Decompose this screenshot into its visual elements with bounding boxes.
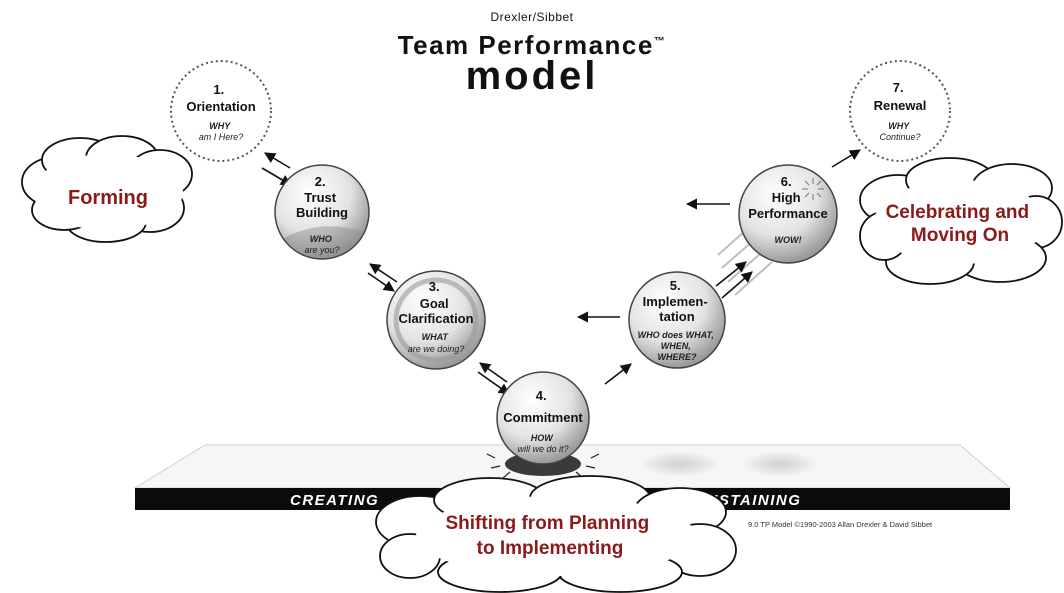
stage-5-question-3: WHERE? bbox=[658, 352, 697, 362]
svg-text:WHY am I Here?: WHY am I Here? bbox=[199, 121, 244, 142]
svg-text:WHY Continue?: WHY Continue? bbox=[879, 121, 920, 142]
stage-3-inner-ring bbox=[393, 277, 479, 363]
stage-3-name-2: Clarification bbox=[398, 311, 473, 326]
svg-text:4. Commitment: 4. Commitment bbox=[503, 388, 583, 425]
stage-6: 6. High Performance WOW! bbox=[738, 164, 838, 264]
arrow-4-to-5 bbox=[604, 363, 632, 385]
stage-1-question: WHY bbox=[209, 121, 231, 131]
stage-4-name: Commitment bbox=[503, 410, 583, 425]
arrow-5-to-6a bbox=[715, 261, 747, 287]
stage-3-question: WHAT bbox=[422, 332, 450, 342]
svg-text:6. High Perfor: 6. High Performance bbox=[748, 174, 827, 221]
stage-2-question-2: are you? bbox=[304, 245, 339, 255]
arrow-6-to-7 bbox=[831, 149, 861, 168]
svg-text:Shifting from Planning t: Shifting from Planning to Implementing bbox=[446, 513, 655, 559]
stage-7-question-2: Continue? bbox=[879, 132, 920, 142]
arrow-4-to-3 bbox=[479, 362, 508, 383]
stage-1-ring bbox=[170, 60, 272, 162]
stage-7-ring bbox=[849, 60, 951, 162]
stage-6-sphere bbox=[738, 164, 838, 264]
stage-3-sphere bbox=[386, 270, 486, 370]
stage-6-number: 6. bbox=[781, 174, 792, 189]
model-title-text: Team Performance bbox=[397, 30, 654, 60]
arrow-3-to-2 bbox=[369, 263, 398, 283]
stage-5-number: 5. bbox=[670, 278, 681, 293]
arrow-5-to-6b bbox=[721, 271, 753, 299]
sparkle-icon bbox=[802, 178, 824, 200]
stage-1-number: 1. bbox=[213, 82, 224, 97]
creating-label: CREATING bbox=[290, 492, 379, 509]
trademark-mark: ™ bbox=[653, 35, 667, 48]
stage-2-question: WHO bbox=[310, 234, 332, 244]
stage-4: 4. Commitment HOW will we do it? bbox=[496, 371, 590, 465]
cloud-shifting-text: Shifting from Planning bbox=[446, 513, 650, 534]
stage-2-name: Trust bbox=[304, 190, 336, 205]
cloud-forming-fill bbox=[33, 154, 183, 230]
stage-1-name: Orientation bbox=[186, 99, 255, 114]
cloud-shifting-fill bbox=[416, 496, 696, 576]
shadow-high-performance bbox=[744, 452, 816, 476]
stage-2-number: 2. bbox=[315, 174, 326, 189]
stage-4-question: HOW bbox=[531, 433, 555, 443]
stage-1-question-2: am I Here? bbox=[199, 132, 244, 142]
stage-2-name-2: Building bbox=[296, 205, 348, 220]
model-title: Team Performance™ bbox=[0, 30, 1064, 61]
cloud-shifting-text-2: to Implementing bbox=[477, 538, 624, 559]
svg-text:WHO are you?: WHO are you? bbox=[304, 234, 339, 255]
svg-text:WHO does WHAT, WHEN,: WHO does WHAT, WHEN, WHERE? bbox=[638, 330, 717, 362]
arrow-3-to-4 bbox=[477, 371, 510, 395]
stage-6-name: High bbox=[772, 190, 801, 205]
stage-6-question: WOW! bbox=[775, 235, 802, 245]
stage-3-question-2: are we doing? bbox=[408, 344, 465, 354]
stage-7-name: Renewal bbox=[874, 98, 927, 113]
cloud-celebrating-fill bbox=[874, 180, 1046, 264]
cloud-celebrating-text: Celebrating and bbox=[886, 202, 1030, 223]
stage-2: 2. Trust Building WHO are you? bbox=[274, 164, 370, 260]
arrow-2-to-3 bbox=[367, 272, 395, 292]
cloud-forming-text: Forming bbox=[68, 187, 148, 209]
stage-3-name: Goal bbox=[420, 296, 449, 311]
stage-2-sphere bbox=[274, 164, 370, 260]
stage-5-question-2: WHEN, bbox=[661, 341, 691, 351]
stage-5-sphere bbox=[628, 271, 726, 369]
stage-5-name: Implemen- bbox=[643, 294, 708, 309]
stage-3: 3. Goal Clarification WHAT are we doing? bbox=[386, 270, 486, 370]
svg-text:7. Renewal: 7. Renewal bbox=[874, 80, 927, 113]
stage-6-name-2: Performance bbox=[748, 206, 827, 221]
cloud-celebrating-text-2: Moving On bbox=[911, 225, 1009, 246]
svg-text:1. Orientation: 1. Orientation bbox=[186, 81, 255, 114]
stage-5: 5. Implemen- tation WHO does WHAT, WHEN,… bbox=[628, 271, 726, 369]
model-subtitle: model bbox=[465, 54, 599, 98]
stage-2-shade bbox=[284, 226, 364, 258]
svg-text:WHAT are we doing?: WHAT are we doing? bbox=[408, 332, 465, 354]
commitment-rays bbox=[486, 453, 600, 479]
stage-4-number: 4. bbox=[536, 388, 547, 403]
stage-7: 7. Renewal WHY Continue? bbox=[849, 60, 951, 162]
stage-3-number: 3. bbox=[429, 279, 440, 294]
stage-5-question: WHO does WHAT, bbox=[638, 330, 714, 340]
copyright-text: 9.0 TP Model ©1990-2003 Allan Drexler & … bbox=[748, 520, 933, 529]
shadow-implementation bbox=[642, 452, 718, 476]
svg-text:3. Goal Clarif: 3. Goal Clarification bbox=[398, 279, 473, 326]
stage-1: 1. Orientation WHY am I Here? bbox=[170, 60, 272, 162]
stage-7-number: 7. bbox=[893, 80, 904, 95]
svg-text:Celebrating and Moving O: Celebrating and Moving On bbox=[886, 202, 1035, 246]
stage-4-sphere bbox=[496, 371, 590, 465]
arrow-2-to-1 bbox=[264, 152, 291, 169]
stage-7-question: WHY bbox=[888, 121, 910, 131]
stage-5-name-2: tation bbox=[659, 309, 694, 324]
svg-text:5. Implemen- t: 5. Implemen- tation bbox=[643, 278, 712, 324]
svg-text:HOW will we do it?: HOW will we do it? bbox=[517, 433, 568, 454]
flow-arrows bbox=[261, 149, 861, 395]
authors-label: Drexler/Sibbet bbox=[490, 10, 574, 24]
stage-4-question-2: will we do it? bbox=[517, 444, 568, 454]
svg-text:2. Trust Build: 2. Trust Building bbox=[296, 174, 348, 220]
